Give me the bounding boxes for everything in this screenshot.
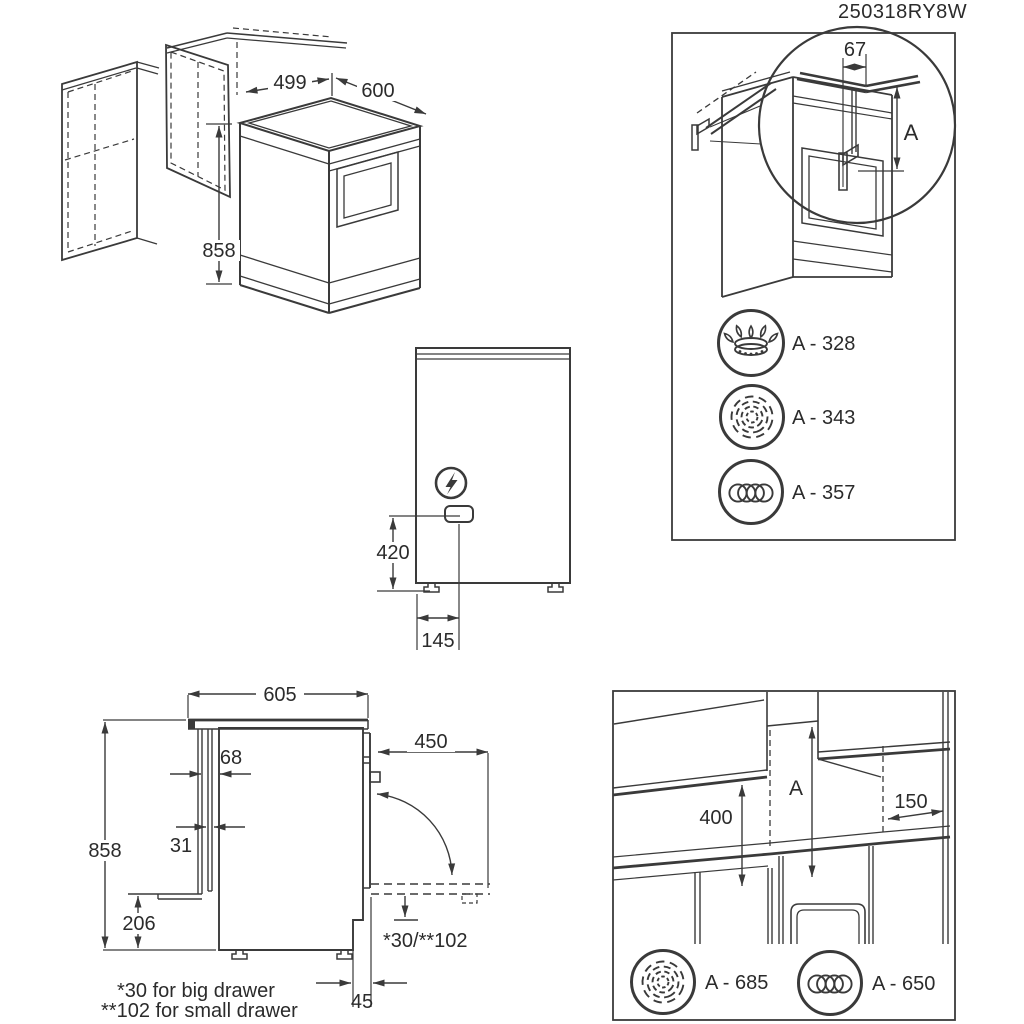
dim-rail-width: 31 — [170, 823, 245, 857]
anti-tip-bracket-icon — [691, 117, 710, 151]
dim-hood-height: 400 — [699, 785, 746, 886]
doc-code: 250318RY8W — [838, 1, 967, 23]
oven-window — [336, 151, 399, 228]
foot — [231, 950, 248, 960]
dim-label: 45 — [351, 991, 373, 1013]
dim-connection-height: 420 — [371, 515, 460, 592]
hob-type-row: A - 343 — [719, 384, 855, 450]
dim-label: 858 — [202, 240, 235, 262]
dim-plinth-height: 206 — [117, 896, 162, 948]
terminal-box — [444, 505, 474, 523]
dim-height-a: A — [893, 87, 919, 169]
cooker-iso — [236, 96, 424, 314]
radiant-hob-icon — [719, 384, 785, 450]
dim-label: 206 — [122, 913, 155, 935]
coil-hob-icon — [797, 950, 863, 1016]
dim-drawer-step: *30/**102 — [383, 896, 468, 952]
coil-hob-icon — [718, 459, 784, 525]
gas-burner-icon — [717, 309, 785, 377]
clearance-panel: A 400 150 A - 685 A - 650 — [612, 690, 956, 1021]
upper-cabinet-left — [612, 692, 768, 797]
dim-label: 150 — [894, 791, 927, 813]
worktop — [188, 718, 369, 730]
note-small-drawer: **102 for small drawer — [101, 1000, 298, 1022]
dim-depth: 605 — [187, 684, 369, 718]
dim-height: 858 — [198, 123, 240, 285]
side-view: 605 — [83, 684, 490, 1022]
dim-label: 499 — [273, 72, 306, 94]
hood-underside — [766, 720, 819, 727]
panel-border — [612, 690, 956, 1021]
dim-label: 145 — [421, 630, 454, 652]
foot — [423, 583, 440, 593]
left-cabinet — [61, 60, 160, 262]
hob-type-row: A - 650 — [797, 950, 935, 1016]
door-handle — [369, 771, 381, 783]
hob-row-label: A - 685 — [705, 972, 768, 994]
hob-type-row: A - 685 — [630, 949, 768, 1015]
dim-label: A — [904, 120, 919, 145]
base-cabinet-legs — [694, 868, 773, 944]
cooker-front — [778, 846, 874, 944]
leader-line — [709, 140, 762, 145]
dim-niche-width: 499 — [245, 72, 333, 96]
zoom-detail-circle: 67 A — [757, 25, 957, 225]
hob-row-label: A - 650 — [872, 973, 935, 995]
rear-view: 420 145 — [371, 347, 571, 652]
dim-label: 67 — [844, 39, 866, 61]
bracket-detail-panel: 67 A A - 328 A - 343 A - 357 — [671, 25, 957, 541]
iso-view: 499 600 858 — [61, 27, 427, 314]
dim-side-gap: 150 — [887, 791, 944, 821]
dim-door-open: 450 — [371, 731, 490, 904]
dim-bracket-offset: 67 — [843, 39, 866, 71]
door-swing-arc — [376, 791, 456, 876]
anti-tip-bracket-detail-icon — [838, 143, 859, 191]
dim-label: *30/**102 — [383, 930, 468, 952]
dim-label: 68 — [220, 747, 242, 769]
dim-rail-gap: 68 — [170, 747, 251, 778]
dim-connection-offset: 145 — [416, 524, 460, 652]
appliance-back — [415, 347, 571, 584]
hob-row-label: A - 357 — [792, 482, 855, 504]
foot — [336, 950, 353, 960]
wall-rail — [128, 729, 213, 900]
countertop — [612, 825, 951, 881]
dim-label: 420 — [376, 542, 409, 564]
upper-cabinet-right — [817, 692, 951, 944]
electrical-connection-icon — [434, 466, 468, 500]
dim-height-a: A — [789, 727, 816, 877]
dim-label: 31 — [170, 835, 192, 857]
open-door-handle — [461, 893, 478, 904]
dim-height: 858 — [83, 719, 216, 951]
dim-label: 605 — [263, 684, 296, 706]
leader-line — [709, 105, 761, 128]
tall-cabinet — [165, 27, 348, 199]
dim-label: 600 — [361, 80, 394, 102]
hob-type-row: A - 328 — [717, 309, 855, 377]
dim-label: 400 — [699, 807, 732, 829]
dim-label: 450 — [414, 731, 447, 753]
panel-border — [671, 32, 956, 541]
dim-label: A — [789, 777, 803, 800]
radiant-hob-icon — [630, 949, 696, 1015]
hob-type-row: A - 357 — [718, 459, 855, 525]
note-big-drawer: *30 for big drawer — [117, 980, 275, 1002]
dim-label: 858 — [88, 840, 121, 862]
cooker-front-view — [721, 71, 893, 298]
hob-row-label: A - 343 — [792, 407, 855, 429]
dim-width: 600 — [335, 77, 427, 115]
foot — [547, 583, 564, 593]
dim-foot-offset: 45 — [316, 897, 407, 1013]
cooker-side-body — [218, 727, 381, 960]
hob-row-label: A - 328 — [792, 333, 855, 355]
